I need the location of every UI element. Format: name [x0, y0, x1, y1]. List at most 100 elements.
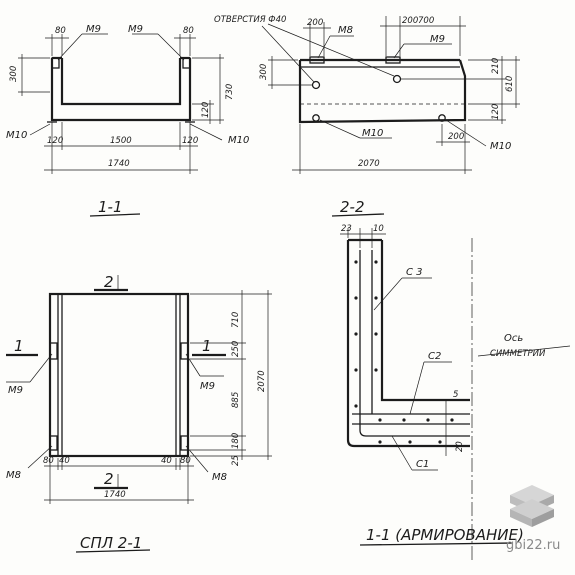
watermark: gbi22.ru: [506, 485, 560, 553]
leader-line: [477, 345, 571, 357]
wall-outline-outer: [346, 240, 470, 448]
dim-label: 250: [231, 341, 241, 357]
leader-line: [317, 35, 331, 59]
u-profile-inner: [60, 58, 182, 106]
dim-label: 120: [47, 136, 63, 146]
leader-line: [393, 43, 405, 59]
leader-line: [57, 33, 83, 61]
dim-label: 5: [453, 390, 458, 400]
mark-m8: M8: [338, 25, 353, 36]
leader-line: [261, 25, 315, 83]
reinforcement-section: 23 10 С 3 С2 С1 Ось СИММЕТРИИ 5 20 1-1 (…: [340, 224, 571, 560]
dim-label: 710: [231, 312, 241, 328]
leader-line: [267, 23, 395, 77]
embed-m9-left: [49, 342, 58, 360]
leader-line: [185, 445, 209, 473]
plan-title: СПЛ 2-1: [80, 534, 142, 552]
embed-m9-right: [180, 342, 189, 360]
watermark-logo-icon: [510, 485, 554, 527]
bar-dot: [354, 296, 358, 300]
hole: [312, 114, 320, 122]
mark-m9-right: M9: [128, 24, 143, 35]
embed-m9-right: [182, 57, 191, 69]
dim-label: 700: [418, 16, 434, 26]
embed-m8-left: [49, 435, 58, 451]
mark-m10-right: M10: [228, 135, 249, 146]
leader-line: [319, 119, 361, 139]
mark-m8-right: M8: [212, 472, 227, 483]
bar-dot: [354, 260, 358, 264]
hole: [311, 80, 321, 90]
mark-m10-left: M10: [6, 130, 27, 141]
leader-line: [29, 353, 53, 383]
bar-dot: [426, 418, 430, 422]
title-underline: [75, 549, 151, 553]
bar-dot: [354, 368, 358, 372]
embed-m8-right: [180, 435, 189, 451]
reinforcement-title: 1-1 (АРМИРОВАНИЕ): [366, 526, 524, 544]
leader-line: [391, 435, 413, 471]
section-2-2: ОТВЕРСТИЯ Ф40 200 M8 200 700 M9 300 210 …: [214, 15, 520, 217]
dim-label: 25: [231, 455, 241, 466]
leader-line: [157, 33, 185, 61]
bar-label-c1: С1: [416, 459, 429, 470]
title-underline: [89, 213, 141, 217]
bar-dot: [378, 418, 382, 422]
dim-label: 885: [231, 392, 241, 408]
mark-m9: M9: [430, 34, 445, 45]
embed-m9: [385, 56, 401, 64]
dim-label: 23: [341, 224, 352, 234]
dim-label: 730: [225, 84, 235, 100]
dim-label: 10: [373, 224, 384, 234]
dim-label: 2070: [257, 370, 267, 392]
watermark-text: gbi22.ru: [506, 538, 560, 553]
dim-label: 1740: [104, 490, 126, 500]
leader-line: [445, 119, 487, 147]
bar-dot: [402, 418, 406, 422]
bar-label-c2: С2: [428, 351, 441, 362]
dim-label: 180: [231, 433, 241, 449]
leader-line: [189, 123, 223, 141]
cut-label-2-bottom: 2: [104, 470, 114, 488]
leader-line: [409, 361, 425, 415]
embed-m9-left: [51, 57, 60, 69]
leader-line: [27, 445, 53, 469]
mark-m9-right: M9: [200, 381, 215, 392]
dim-label: 200: [448, 132, 464, 142]
axis-label-1: Ось: [504, 333, 523, 344]
mark-m10-right: M10: [490, 141, 511, 152]
dim-label: 2070: [358, 159, 380, 169]
dim-label: 1500: [110, 136, 132, 146]
embed-m8: [309, 56, 325, 64]
dim-label: 300: [259, 64, 269, 80]
bar-dot: [374, 260, 378, 264]
title-underline: [331, 213, 385, 217]
plan-outline: [48, 292, 190, 458]
dim-label: 120: [201, 102, 211, 118]
bar-label-c3: С 3: [406, 267, 423, 278]
bar-dot: [450, 418, 454, 422]
dim-label: 200: [307, 18, 323, 28]
plan-view: 2 2 1 1 M9 M9 M8 M8 710 250 885 180 25 2…: [6, 273, 272, 553]
bar-dot: [354, 332, 358, 336]
dim-label: 80: [183, 26, 194, 36]
wall-outline-inner: [380, 240, 470, 402]
section-title-1-1: 1-1: [98, 198, 123, 216]
bar-dot: [374, 368, 378, 372]
dim-label: 120: [491, 104, 501, 120]
leader-line: [185, 353, 201, 377]
mark-m8-left: M8: [6, 470, 21, 481]
hole-note: ОТВЕРСТИЯ Ф40: [214, 15, 286, 25]
bar-dot: [374, 296, 378, 300]
bar-c1: [359, 250, 470, 437]
dim-label: 300: [9, 66, 19, 82]
dim-label: 120: [182, 136, 198, 146]
bar-dot: [408, 440, 412, 444]
leader-line: [373, 277, 403, 311]
mark-m9-left: M9: [86, 24, 101, 35]
hole: [438, 114, 446, 122]
cut-label-2-top: 2: [104, 273, 114, 291]
cut-label-1-right: 1: [202, 337, 212, 355]
mark-m9-left: M9: [8, 385, 23, 396]
